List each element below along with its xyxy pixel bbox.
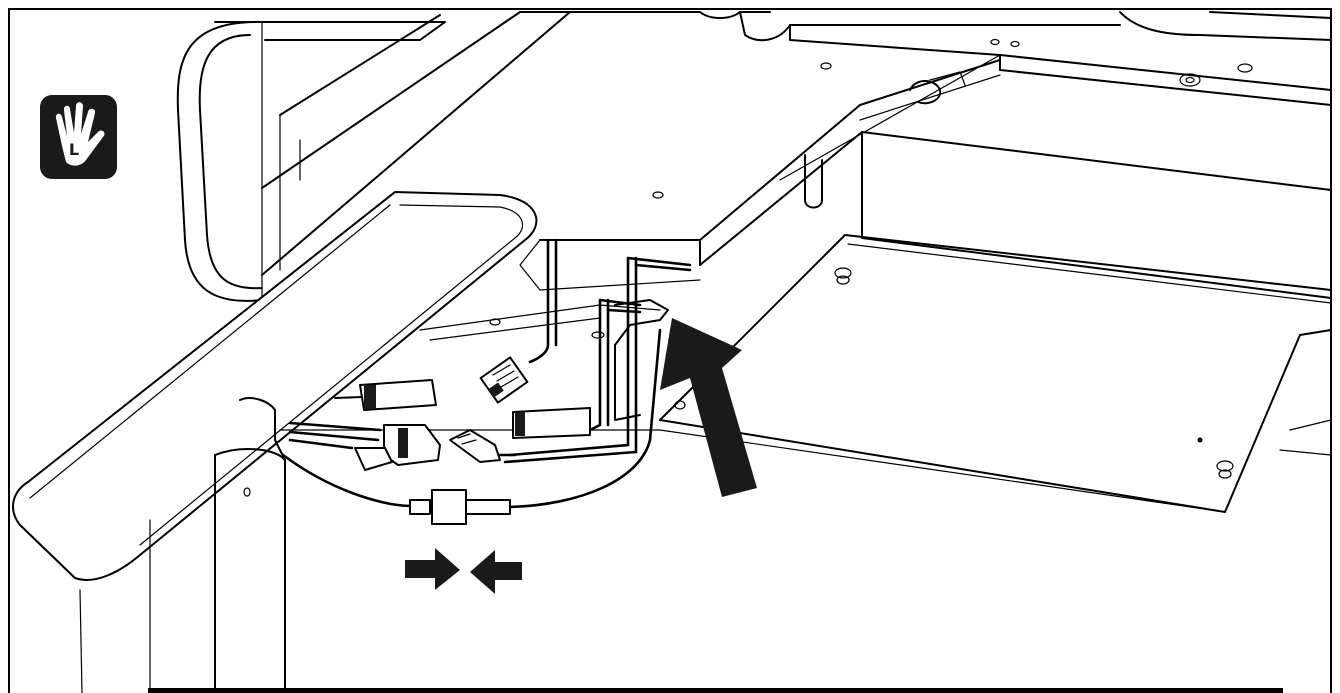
illustration-border	[8, 8, 1332, 693]
keyboard-underside	[442, 11, 1332, 266]
left-hand-icon: L	[40, 95, 117, 179]
left-hand-letter: L	[69, 140, 79, 159]
plug-connector-a	[479, 356, 529, 404]
plug-cluster	[288, 421, 517, 471]
left-side-leg	[12, 191, 1226, 693]
arrow-left-icon	[470, 550, 522, 594]
receptacle-connector	[512, 407, 591, 439]
push-up-arrow	[660, 318, 757, 497]
connect-arrows	[405, 548, 522, 594]
inline-connector	[409, 489, 511, 525]
arrow-right-icon	[405, 548, 460, 590]
cables-and-connectors	[281, 238, 692, 525]
plug-connector-b	[334, 379, 437, 411]
bottom-caption-bar	[148, 688, 1283, 693]
stand-frame	[176, 11, 571, 302]
